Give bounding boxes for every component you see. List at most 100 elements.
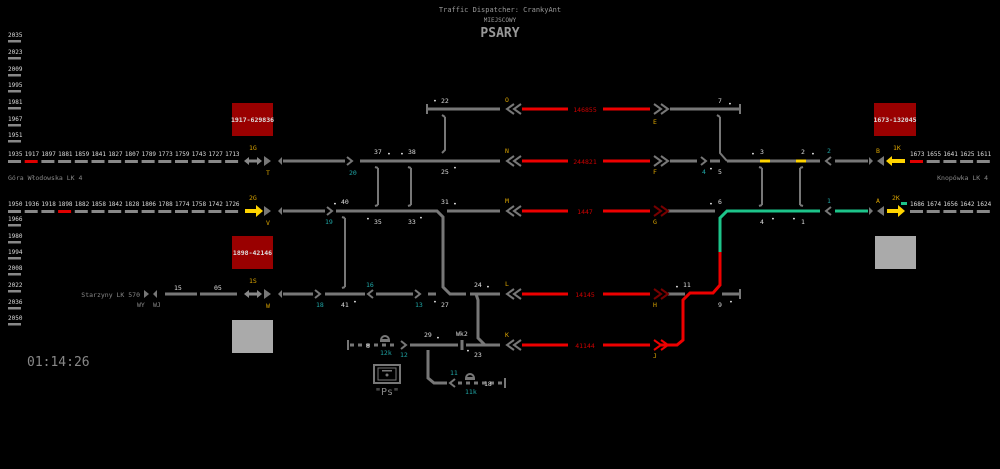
strip-block [41, 210, 55, 213]
queue-train-number[interactable]: 2035 [8, 32, 23, 39]
queue-train-number[interactable]: 1981 [8, 99, 23, 106]
strip-train-number[interactable]: 1841 [92, 151, 107, 158]
strip-train-number[interactable]: 1789 [142, 151, 157, 158]
triangle-signal-icons[interactable] [144, 156, 884, 299]
strip-train-number[interactable]: 1828 [125, 201, 140, 208]
crossover-22-25[interactable] [441, 114, 446, 154]
svg-text:•: • [675, 283, 679, 291]
point-label: 37 [374, 148, 382, 156]
strip-train-number[interactable]: 1727 [208, 151, 223, 158]
queue-train-number[interactable]: 2022 [8, 282, 23, 289]
track-branch-11[interactable] [426, 350, 447, 385]
signal-label: 1K [893, 144, 901, 152]
double-chevron-right-icon[interactable] [653, 155, 670, 167]
strip-train-number[interactable]: 1674 [927, 201, 942, 208]
strip-train-number[interactable]: 1773 [158, 151, 173, 158]
strip-train-number[interactable]: 1807 [125, 151, 140, 158]
train-box-west-1[interactable]: 1917-629836 [231, 103, 274, 136]
strip-train-number[interactable]: 1898 [58, 201, 73, 208]
queue-train-number[interactable]: 2050 [8, 315, 23, 322]
strip-train-number[interactable]: 1935 [8, 151, 23, 158]
double-chevron-left-icon[interactable] [505, 103, 522, 351]
queue-train-number[interactable]: 1967 [8, 116, 23, 123]
strip-train-number[interactable]: 1882 [75, 201, 90, 208]
strip-train-number[interactable]: 1950 [8, 201, 23, 208]
queue-train-number[interactable]: 2023 [8, 49, 23, 56]
queue-train-number[interactable]: 2009 [8, 66, 23, 73]
svg-text:•: • [751, 150, 755, 158]
route-set-main-2-east[interactable] [718, 209, 868, 252]
strip-train-number[interactable]: 1686 [910, 201, 925, 208]
strip-train-number[interactable]: 1656 [943, 201, 958, 208]
shunt-signal-chevrons[interactable] [314, 156, 832, 388]
train-box-west-2[interactable]: 1898-42146 [232, 236, 273, 269]
strip-train-number[interactable]: 1726 [225, 201, 240, 208]
svg-text:•: • [466, 347, 470, 355]
queue-train-number[interactable]: 1951 [8, 132, 23, 139]
strip-train-number[interactable]: 1859 [75, 151, 90, 158]
track-main-2[interactable] [283, 209, 500, 296]
strip-train-number[interactable]: 1673 [910, 151, 925, 158]
strip-train-number[interactable]: 1758 [192, 201, 207, 208]
crossover-40-41[interactable] [341, 216, 346, 289]
point-label: 3 [760, 148, 764, 156]
strip-block [208, 160, 222, 163]
queue-train-number[interactable]: 1966 [8, 216, 23, 223]
strip-train-number[interactable]: 1759 [175, 151, 190, 158]
double-chevron-right-icon[interactable] [653, 339, 670, 351]
strip-train-number[interactable]: 1743 [192, 151, 207, 158]
double-arrow-icon[interactable] [244, 157, 262, 298]
strip-train-number[interactable]: 1774 [175, 201, 190, 208]
strip-train-number[interactable]: 1624 [977, 201, 992, 208]
strip-train-number[interactable]: 1936 [25, 201, 40, 208]
track-23-connector[interactable] [474, 293, 487, 347]
queue-train-number[interactable]: 2036 [8, 299, 23, 306]
empty-train-box-east-2[interactable] [875, 236, 916, 269]
train-box-east-1[interactable]: 1673-132045 [873, 103, 917, 136]
strip-train-number[interactable]: 1642 [960, 201, 975, 208]
strip-train-number[interactable]: 1918 [41, 201, 56, 208]
double-chevron-right-icon[interactable] [653, 205, 670, 217]
strip-train-number[interactable]: 1842 [108, 201, 123, 208]
strip-block [158, 210, 172, 213]
point-label: 18 [484, 380, 492, 388]
yellow-arrow-icon[interactable] [245, 156, 905, 217]
strip-train-number[interactable]: 1655 [927, 151, 942, 158]
strip-block [191, 210, 205, 213]
point-label: 24 [474, 281, 482, 289]
svg-text:•: • [811, 150, 815, 158]
strip-train-number[interactable]: 1788 [158, 201, 173, 208]
tracks [165, 104, 868, 388]
svg-text:•: • [419, 214, 423, 222]
double-chevron-right-icon[interactable] [653, 288, 670, 300]
point-label: 1 [801, 218, 805, 226]
strip-train-number[interactable]: 1742 [208, 201, 223, 208]
crossover-37-35[interactable] [374, 166, 379, 207]
queue-train-number[interactable]: 2008 [8, 265, 23, 272]
queue-slot-bar [8, 224, 21, 227]
crossover-2-1[interactable] [799, 166, 804, 207]
strip-train-number[interactable]: 1641 [943, 151, 958, 158]
strip-train-number[interactable]: 1827 [108, 151, 123, 158]
strip-train-number[interactable]: 1917 [25, 151, 40, 158]
route-label: 244821 [573, 158, 597, 166]
ps-panel-icon[interactable] [373, 364, 401, 384]
svg-text:•: • [792, 215, 796, 223]
crossover-38-33[interactable] [407, 166, 412, 207]
crossover-7-5[interactable] [716, 114, 728, 162]
strip-block [58, 160, 72, 163]
strip-train-number[interactable]: 1713 [225, 151, 240, 158]
queue-train-number[interactable]: 1994 [8, 249, 23, 256]
crossover-3-4[interactable] [758, 166, 763, 207]
strip-train-number[interactable]: 1806 [142, 201, 157, 208]
strip-train-number[interactable]: 1881 [58, 151, 73, 158]
strip-train-number[interactable]: 1858 [92, 201, 107, 208]
empty-train-box-south[interactable] [232, 320, 273, 353]
strip-train-number[interactable]: 1625 [960, 151, 975, 158]
route-occupied-curve[interactable] [660, 252, 722, 347]
strip-train-number[interactable]: 1611 [977, 151, 992, 158]
queue-train-number[interactable]: 1980 [8, 233, 23, 240]
strip-train-number[interactable]: 1897 [41, 151, 56, 158]
double-chevron-right-icon[interactable] [653, 103, 670, 115]
queue-train-number[interactable]: 1995 [8, 82, 23, 89]
